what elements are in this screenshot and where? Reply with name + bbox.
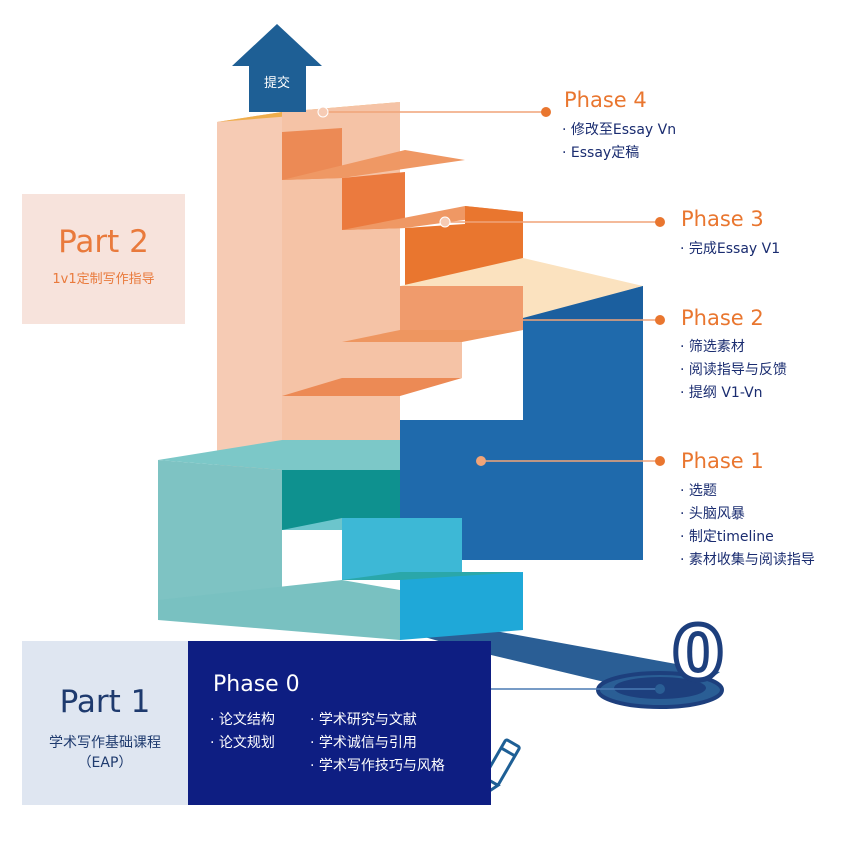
dot-phase1-end [655,456,665,466]
teal-step-3-top [342,572,523,580]
up-arrow-icon [232,24,322,112]
step-mid-1-front [400,286,523,330]
phase2-items: · 筛选素材 · 阅读指导与反馈 · 提纲 V1-Vn [680,336,787,405]
phase0-item: · 论文规划 [210,735,275,751]
part1-subtitle: 学术写作基础课程 （EAP） [22,733,188,773]
phase-item: · 阅读指导与反馈 [680,362,787,378]
step-upper-1-front [282,128,342,180]
dot-phase2-end [655,315,665,325]
phase3-title: Phase 3 [681,207,764,231]
teal-step-3-front [400,572,523,640]
step-mid-3-top [282,378,462,396]
phase0-item: · 论文结构 [210,712,275,728]
dot-phase3-end [655,217,665,227]
part1-subtitle-line2: （EAP） [77,755,133,771]
phase0-item: · 学术写作技巧与风格 [310,758,445,774]
phase0-box [188,641,491,805]
teal-left-wall [158,460,282,600]
phase0-title: Phase 0 [213,672,300,697]
part2-title: Part 2 [58,224,149,260]
step-mid-3-front [282,396,400,440]
dot-phase3-start [439,216,451,228]
phase1-title: Phase 1 [681,449,764,473]
phase-item: · 修改至Essay Vn [562,122,677,138]
part1-box [22,641,188,805]
phase3-items: · 完成Essay V1 [680,238,780,261]
phase-item: · 筛选素材 [680,339,745,355]
step-upper-2-top [282,150,465,180]
step-upper-3-front [405,224,465,286]
phase0-marker: 0 [670,611,727,697]
step-mid-2-front [342,342,462,378]
step-mid-2-top [342,330,523,342]
submit-label: 提交 [263,76,290,91]
dot-phase0-end [655,684,665,694]
phase4-title: Phase 4 [564,88,647,112]
part1-title: Part 1 [59,684,151,720]
phase1-items: · 选题 · 头脑风暴 · 制定timeline · 素材收集与阅读指导 [680,480,815,572]
phase4-items: · 修改至Essay Vn · Essay定稿 [562,119,676,165]
phase-item: · 头脑风暴 [680,506,745,522]
phase0-item: · 学术研究与文献 [310,712,417,728]
teal-top [158,440,400,470]
phase-item: · 提纲 V1-Vn [680,385,763,401]
phase-item: · Essay定稿 [562,145,640,161]
part2-subtitle: 1v1定制写作指导 [52,272,155,287]
part1-subtitle-line1: 学术写作基础课程 [49,735,161,751]
dot-phase4-start [317,106,329,118]
teal-step-2-front [342,518,462,580]
teal-step-1-front [282,470,400,530]
phase-item: · 素材收集与阅读指导 [680,552,815,568]
step-upper-2-front [342,172,405,230]
phase-item: · 制定timeline [680,529,774,545]
dot-phase4-end [541,107,551,117]
phase-item: · 选题 [680,483,717,499]
phase0-col2: · 学术研究与文献 · 学术诚信与引用 · 学术写作技巧与风格 [310,709,445,778]
phase2-title: Phase 2 [681,306,764,330]
phase0-item: · 学术诚信与引用 [310,735,417,751]
phase-item: · 完成Essay V1 [680,241,781,257]
part2-box [22,194,185,324]
teal-bottom-block [158,580,400,640]
dot-phase1-start [476,456,486,466]
upper-wall-face [217,112,282,480]
blue-block-top-band [523,286,643,320]
phase0-col1: · 论文结构 · 论文规划 [210,709,275,755]
